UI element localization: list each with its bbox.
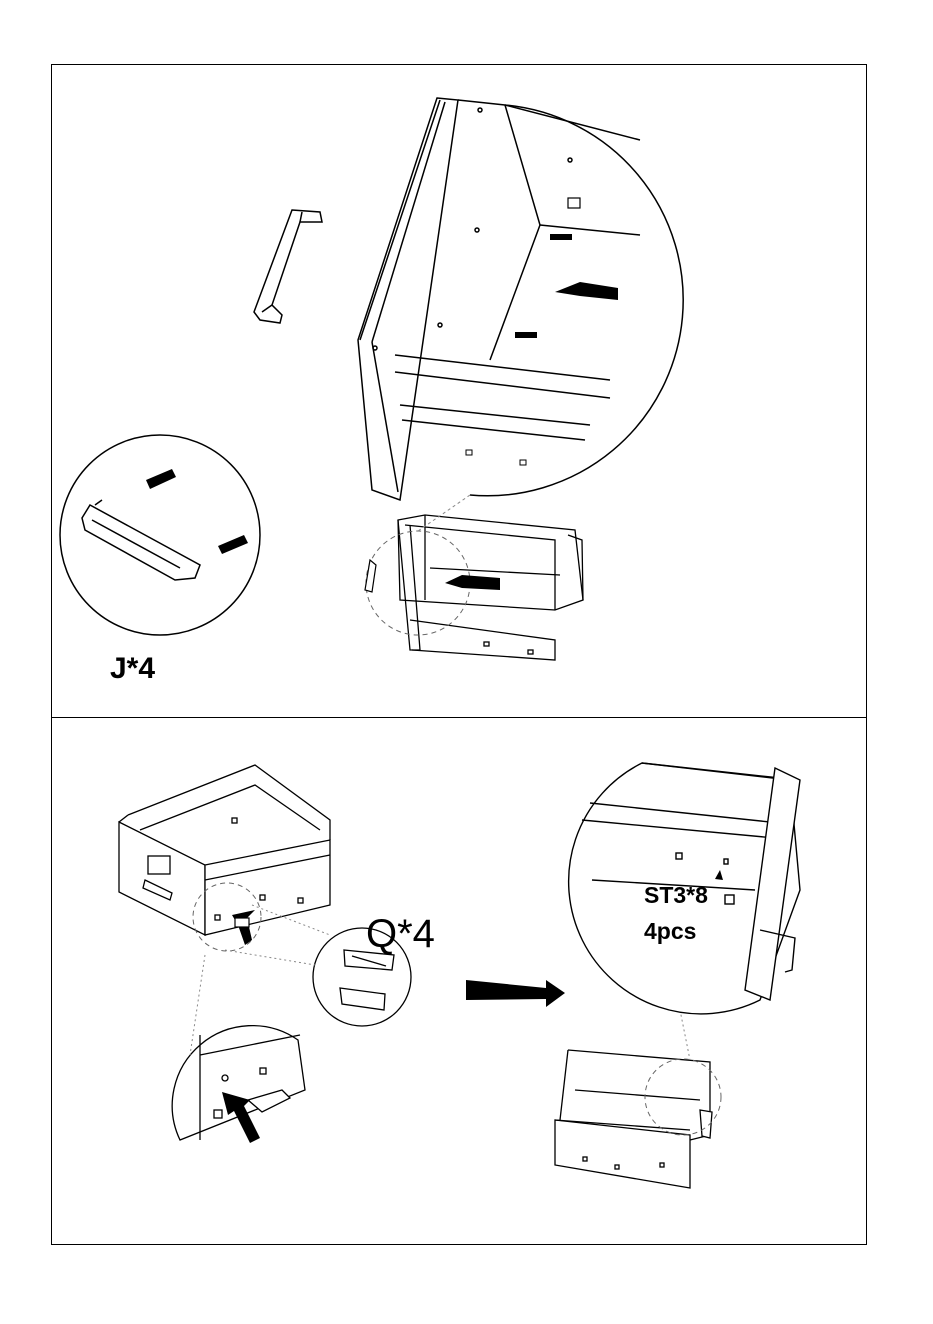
handle-icon [254,210,322,323]
bracket-install-circle [172,1026,305,1140]
drawer-front-magnified [358,98,640,500]
screw-qty-label: 4pcs [644,920,696,943]
drawer-right [555,1050,712,1188]
screw-spec-label: ST3*8 [644,884,708,907]
arrow-icon [466,980,565,1007]
arrow-icon [555,282,618,300]
drawer-left [119,765,330,935]
handle-icon [365,560,376,592]
bracket-part-label: Q*4 [366,914,435,954]
handle-detail-circle [60,435,260,635]
bracket-icon [235,918,249,927]
handle-part-label: J*4 [110,654,155,684]
bolt-icon [515,234,572,338]
magnifier-circle [470,105,683,496]
